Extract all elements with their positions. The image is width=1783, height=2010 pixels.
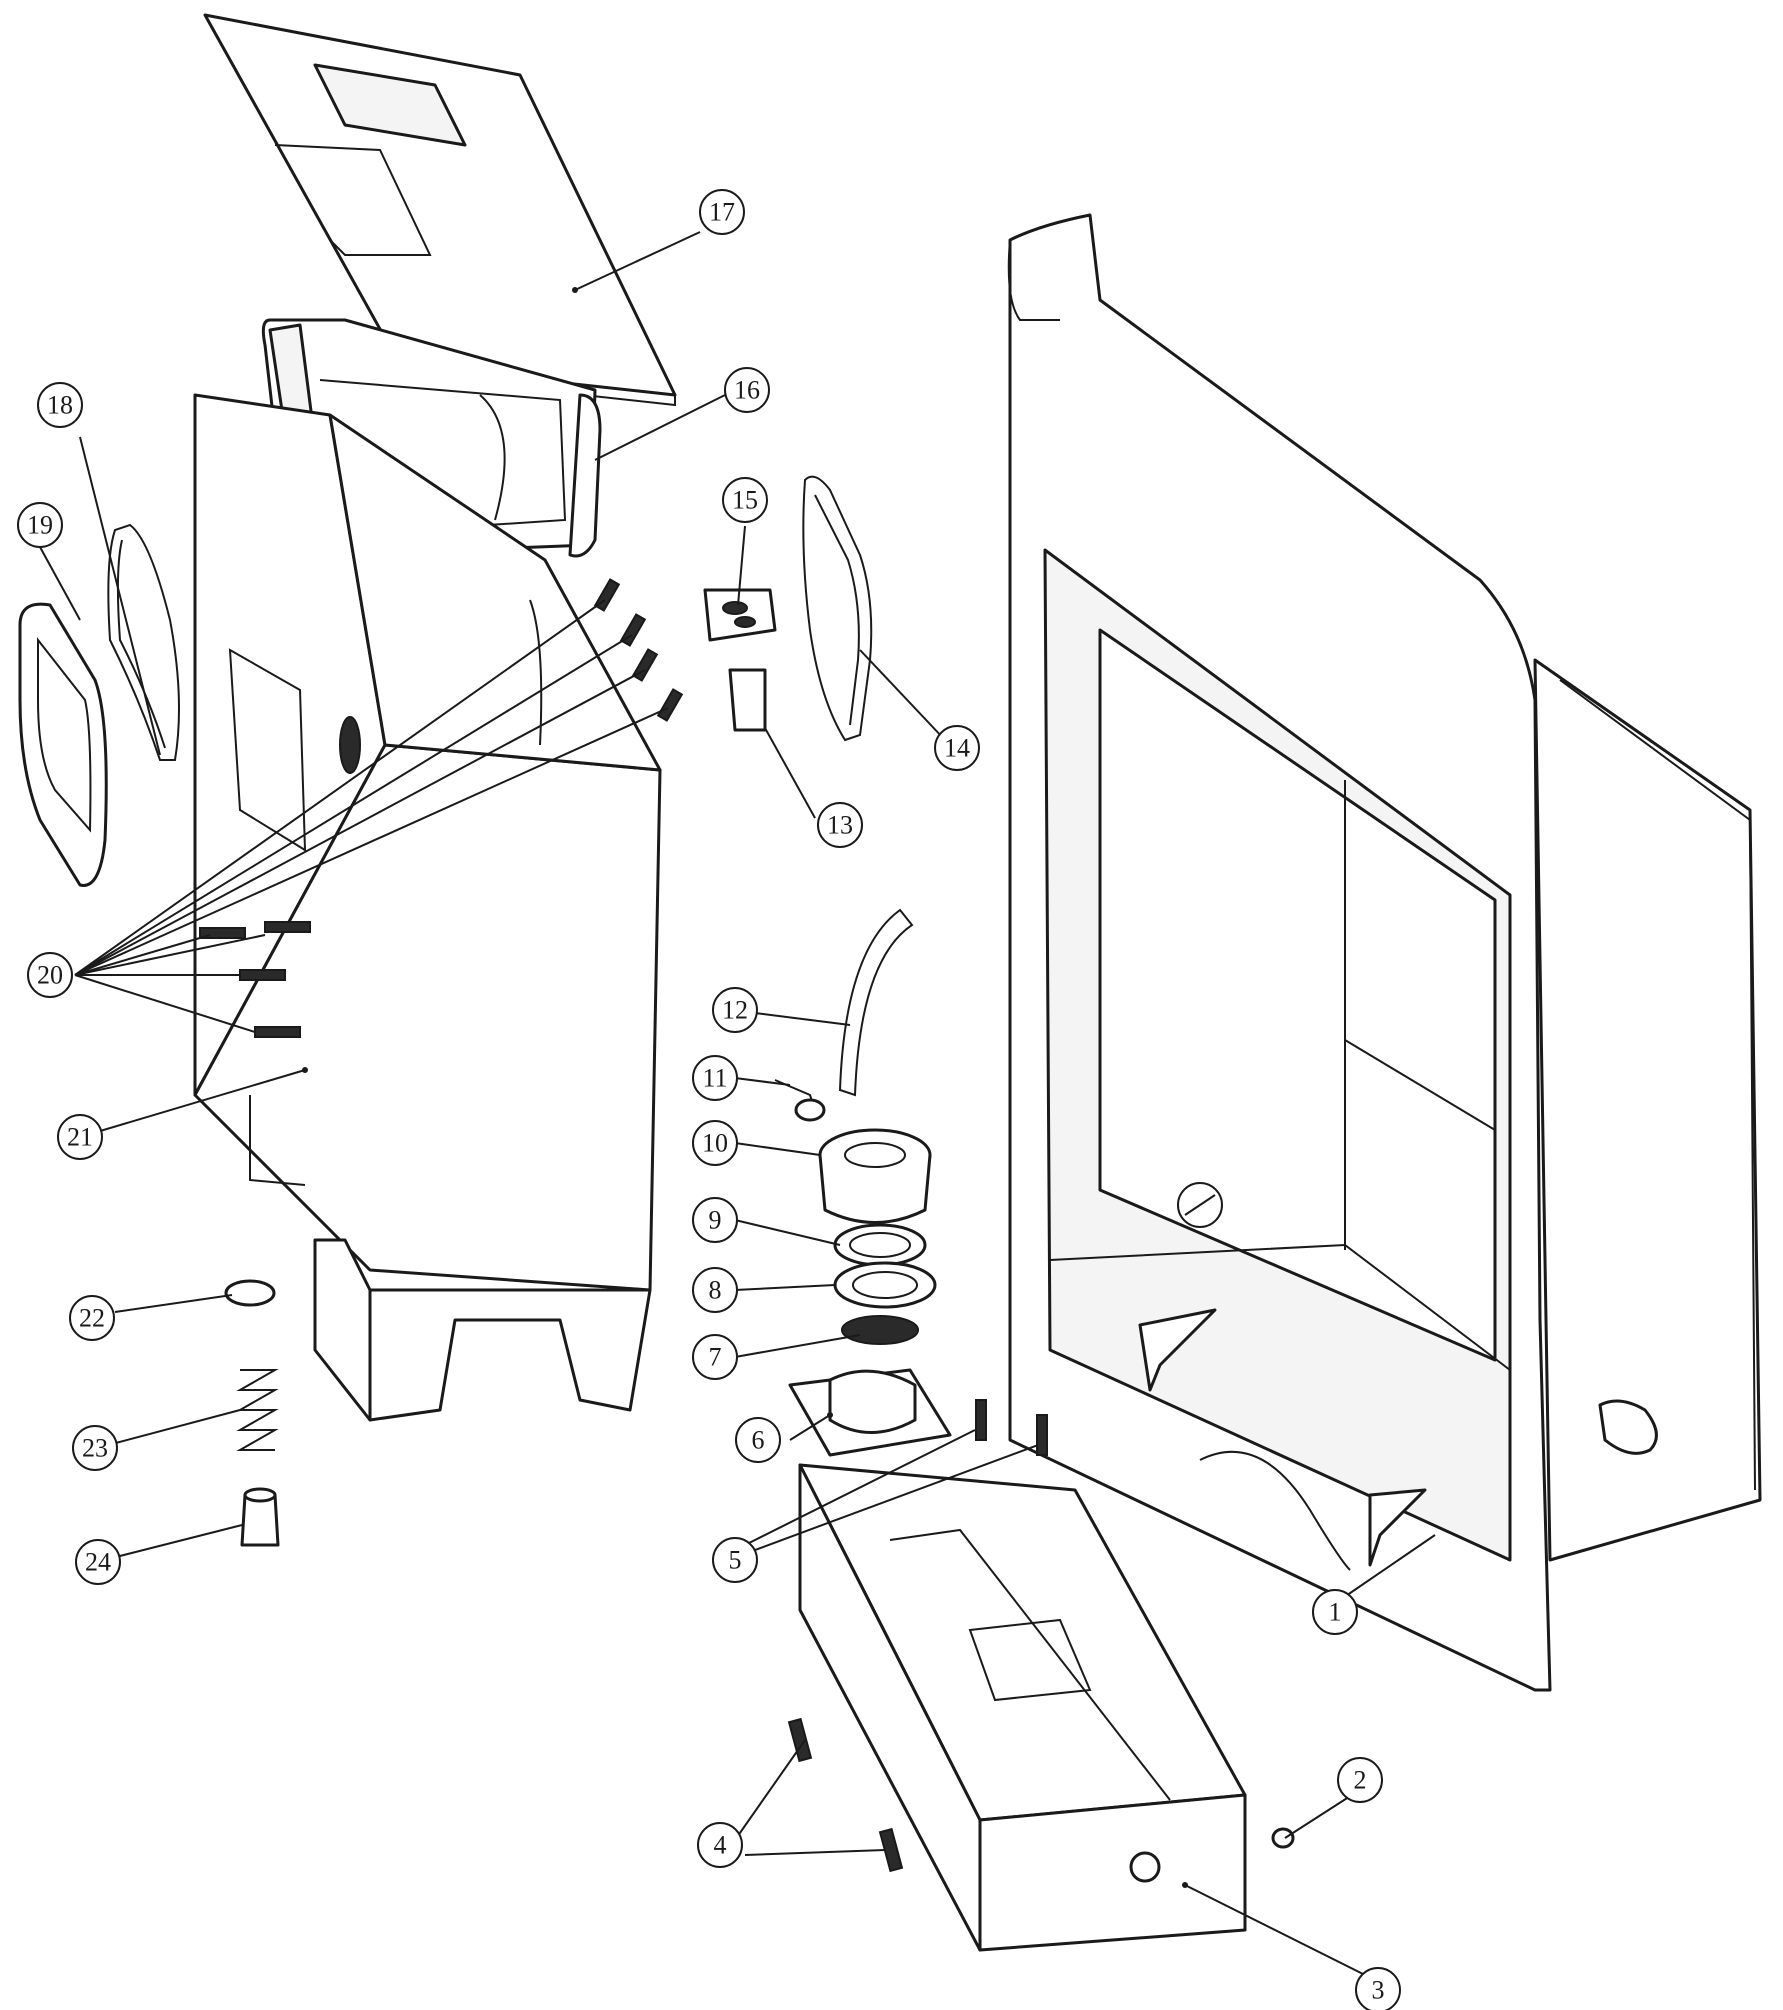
svg-text:12: 12 <box>722 996 748 1025</box>
svg-text:22: 22 <box>79 1304 105 1333</box>
svg-text:10: 10 <box>702 1129 728 1158</box>
part-23-spring <box>236 1369 279 1451</box>
callout-21: 21 <box>57 1114 103 1160</box>
part-8-seal-ring <box>833 1261 937 1309</box>
svg-text:17: 17 <box>709 198 735 227</box>
part-11-clamp <box>774 1079 826 1122</box>
callout-16: 16 <box>724 367 770 413</box>
part-17-top-lid <box>203 13 677 407</box>
part-19-grille-frame <box>18 602 108 887</box>
svg-text:19: 19 <box>27 511 53 540</box>
part-10-cap <box>818 1128 932 1224</box>
svg-text:24: 24 <box>85 1548 111 1577</box>
part-4-studs <box>787 1717 904 1873</box>
callout-13: 13 <box>817 802 863 848</box>
callout-24: 24 <box>75 1539 121 1585</box>
callout-2: 2 <box>1337 1757 1383 1803</box>
svg-text:21: 21 <box>67 1123 93 1152</box>
svg-text:8: 8 <box>709 1276 722 1305</box>
callout-3: 3 <box>1355 1967 1401 2010</box>
part-5-screws <box>975 1399 1048 1456</box>
svg-text:15: 15 <box>732 486 758 515</box>
svg-text:16: 16 <box>734 376 760 405</box>
svg-text:3: 3 <box>1372 1976 1385 2005</box>
part-18-gasket <box>107 523 180 761</box>
callout-12: 12 <box>712 987 758 1033</box>
callout-10: 10 <box>692 1120 738 1166</box>
callout-9: 9 <box>692 1197 738 1243</box>
callout-19: 19 <box>17 502 63 548</box>
part-14-gasket <box>802 475 873 742</box>
svg-text:6: 6 <box>752 1426 765 1455</box>
callout-6: 6 <box>735 1417 781 1463</box>
callout-18: 18 <box>37 382 83 428</box>
part-9-ring <box>833 1223 927 1267</box>
part-1-housing <box>1007 213 1762 1692</box>
part-12-hose <box>838 908 914 1097</box>
svg-text:13: 13 <box>827 811 853 840</box>
callout-7: 7 <box>692 1334 738 1380</box>
callout-1: 1 <box>1312 1589 1358 1635</box>
part-3-drip-tray <box>798 1463 1247 1952</box>
svg-text:14: 14 <box>944 734 970 763</box>
part-24-plug <box>240 1487 280 1547</box>
callout-5: 5 <box>712 1537 758 1583</box>
part-7-washer <box>841 1315 919 1345</box>
callout-11: 11 <box>692 1055 738 1101</box>
svg-text:7: 7 <box>709 1343 722 1372</box>
svg-text:5: 5 <box>729 1546 742 1575</box>
callout-22: 22 <box>69 1295 115 1341</box>
part-6-valve-base <box>788 1368 952 1457</box>
svg-text:23: 23 <box>82 1434 108 1463</box>
callout-23: 23 <box>72 1425 118 1471</box>
svg-text:18: 18 <box>47 391 73 420</box>
part-22-o-ring <box>224 1279 276 1307</box>
svg-text:2: 2 <box>1354 1766 1367 1795</box>
callout-14: 14 <box>934 725 980 771</box>
callout-17: 17 <box>699 189 745 235</box>
part-21-chamber-body <box>193 393 662 1422</box>
svg-text:11: 11 <box>702 1064 727 1093</box>
leader-lines <box>39 231 1436 1981</box>
svg-text:20: 20 <box>37 961 63 990</box>
svg-text:1: 1 <box>1329 1598 1342 1627</box>
callout-8: 8 <box>692 1267 738 1313</box>
svg-text:4: 4 <box>714 1831 727 1860</box>
part-15-connector-block <box>703 588 777 642</box>
callout-15: 15 <box>722 477 768 523</box>
part-13-filter <box>728 668 767 732</box>
callout-4: 4 <box>697 1822 743 1868</box>
part-2-nut <box>1271 1827 1295 1849</box>
leader-dots <box>302 287 1188 1888</box>
callout-20: 20 <box>27 952 73 998</box>
svg-text:9: 9 <box>709 1206 722 1235</box>
